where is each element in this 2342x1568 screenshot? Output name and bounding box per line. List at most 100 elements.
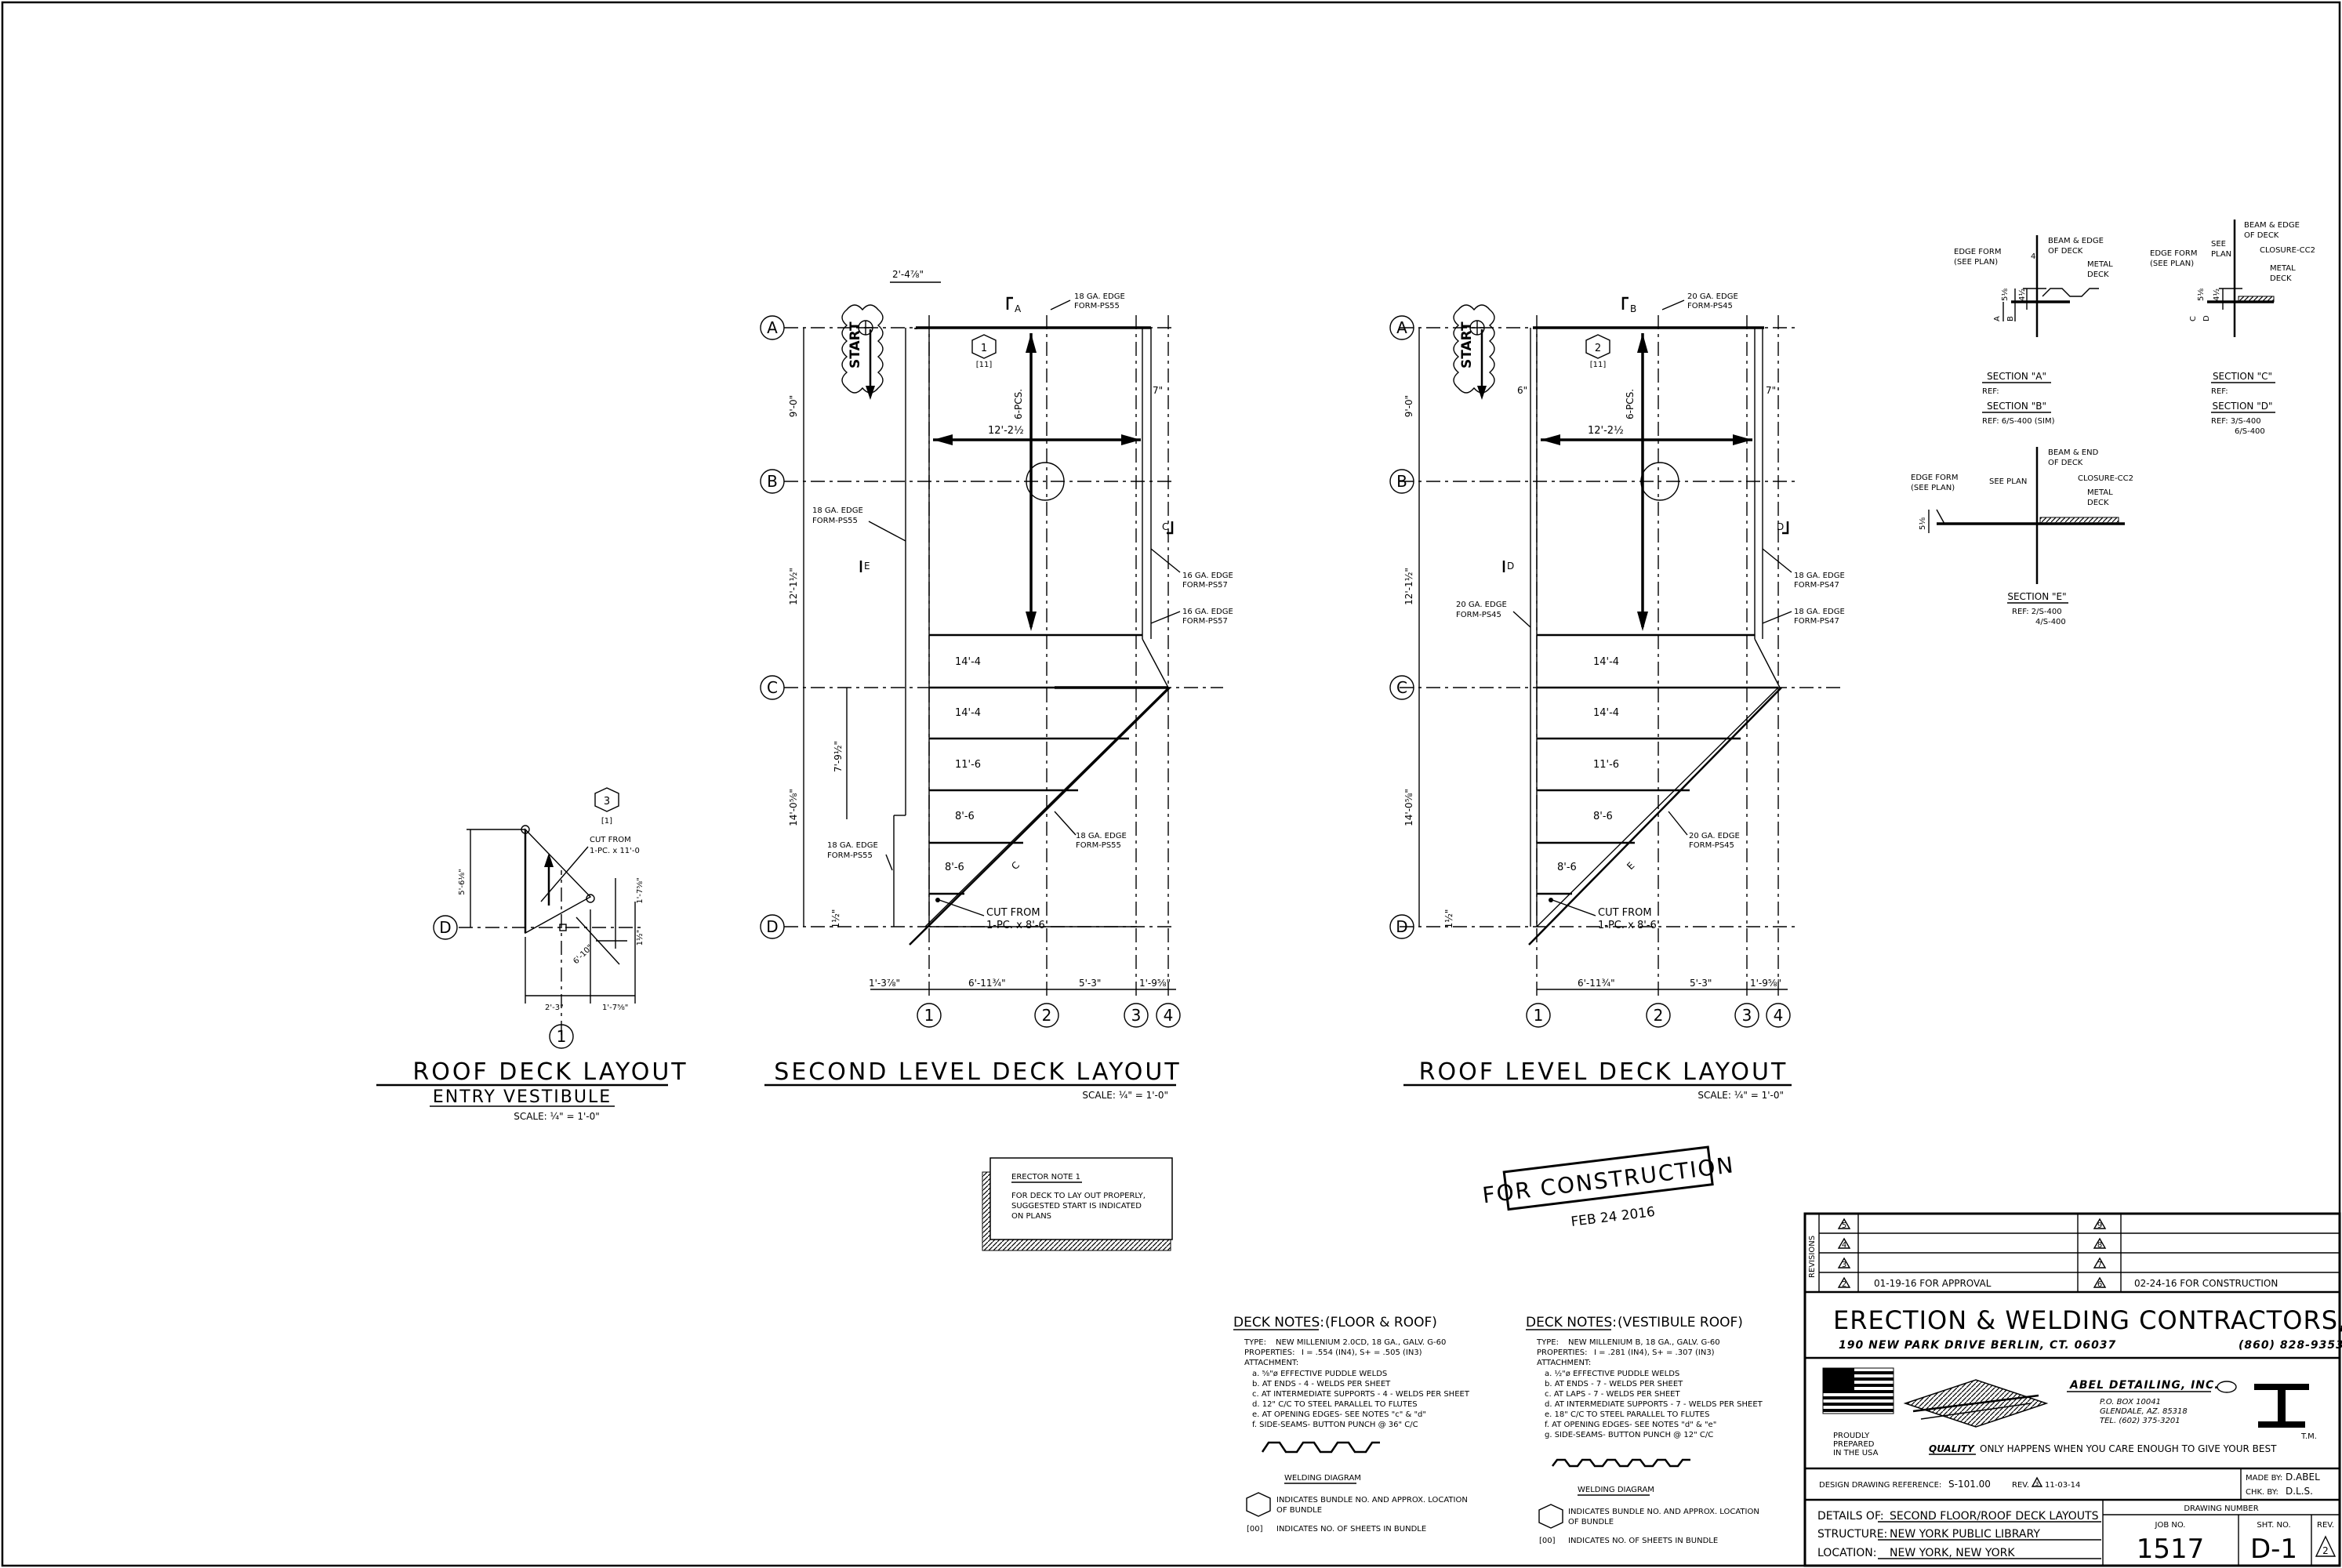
ibeam-badge-icon — [2217, 1381, 2237, 1393]
edge-form-note: 18 GA. EDGE — [827, 841, 878, 850]
notes-item: a. ½"ø EFFECTIVE PUDDLE WELDS — [1545, 1369, 1679, 1378]
notes-item: e. AT OPENING EDGES- SEE NOTES "c" & "d" — [1252, 1410, 1426, 1419]
section-label: OF DECK — [2244, 231, 2279, 240]
legend-text: INDICATES NO. OF SHEETS IN BUNDLE — [1276, 1525, 1426, 1534]
section-label: SEE — [2211, 240, 2226, 249]
notes-item: a. ⅝"ø EFFECTIVE PUDDLE WELDS — [1252, 1370, 1387, 1378]
deck-notes-vestibule: DECK NOTES: (VESTIBULE ROOF) TYPE: NEW M… — [1526, 1315, 1763, 1545]
notes-value: I = .281 (IN4), S+ = .307 (IN3) — [1594, 1348, 1715, 1357]
dimension: 14'-0⅝" — [1403, 789, 1414, 826]
sheet-length: 14'-4 — [1593, 656, 1619, 668]
section-title: SECTION "C" — [2213, 371, 2272, 382]
cut-note: 1-PC. x 8'-6 — [1598, 920, 1657, 931]
revision-number: 5 — [1842, 1221, 1846, 1230]
welding-diagram-label: WELDING DIAGRAM — [1284, 1474, 1361, 1483]
grid-label: 1 — [924, 1006, 935, 1025]
section-label: OF DECK — [2048, 247, 2083, 256]
abel-detailing-logo-icon — [1903, 1379, 2049, 1428]
cut-note: CUT FROM — [986, 907, 1040, 919]
edge-form-note: 18 GA. EDGE — [1076, 832, 1127, 840]
grid-label: 1 — [557, 1027, 567, 1046]
notes-item: e. 18" C/C TO STEEL PARALLEL TO FLUTES — [1545, 1410, 1709, 1419]
section-mark: E — [864, 561, 870, 572]
stamp-date: FEB 24 2016 — [1570, 1204, 1657, 1230]
title-block: REVISIONS 5 4 3 2 9 8 7 6 01-19-16 FOR A… — [1803, 1212, 2342, 1567]
edge-form-note: FORM-PS45 — [1687, 302, 1733, 310]
edge-form-note: 16 GA. EDGE — [1182, 608, 1233, 616]
sheet-length: 8'-6 — [1593, 811, 1613, 822]
tagline: ONLY HAPPENS WHEN YOU CARE ENOUGH TO GIV… — [1980, 1443, 2277, 1454]
section-a-b-detail: EDGE FORM (SEE PLAN) BEAM & EDGE OF DECK… — [1954, 235, 2113, 426]
grid-label: 1 — [1534, 1006, 1544, 1025]
checked-by: D.L.S. — [2286, 1486, 2313, 1497]
bundle-number: 3 — [604, 796, 610, 808]
vestibule-plan: D 1 3 [1] CUT FROM 1-PC. x 11'-0 5'-6⅛" … — [376, 787, 688, 1122]
grid-label: 3 — [1742, 1006, 1752, 1025]
proudly-text: IN THE USA — [1833, 1449, 1879, 1457]
view-title: ROOF DECK LAYOUT — [412, 1058, 688, 1086]
grid-label: D — [766, 917, 778, 936]
trademark: T.M. — [2300, 1432, 2317, 1441]
revision-number: 9 — [2097, 1221, 2102, 1230]
start-label: START — [848, 321, 863, 368]
grid-label: D — [1396, 917, 1407, 936]
dimension: 1'-9⅝" — [1139, 978, 1171, 989]
dimension: 2'-3" — [545, 1004, 564, 1012]
section-label: OF DECK — [2048, 459, 2083, 467]
company-address: 190 NEW PARK DRIVE BERLIN, CT. 06037 — [1839, 1339, 2116, 1352]
section-mark: C — [1009, 859, 1022, 872]
section-mark: B — [1630, 303, 1636, 314]
section-label: PLAN — [2211, 250, 2231, 259]
sheet-length: 8'-6 — [955, 811, 975, 822]
tagline-quality: QUALITY — [1929, 1443, 1975, 1454]
bundle-number: 2 — [1595, 343, 1601, 354]
edge-form-note: FORM-PS55 — [812, 517, 858, 525]
drawing-number-label: DRAWING NUMBER — [2184, 1504, 2258, 1513]
section-mark: C — [2189, 316, 2198, 321]
view-title: ROOF LEVEL DECK LAYOUT — [1419, 1058, 1788, 1086]
deck-width: 12'-2½ — [1588, 425, 1624, 437]
notes-item: g. SIDE-SEAMS- BUTTON PUNCH @ 12" C/C — [1545, 1431, 1713, 1439]
dimension: 5⅛ — [2001, 289, 2010, 301]
dimension: 1'-7⅝" — [602, 1004, 628, 1012]
bundle-number: 1 — [981, 343, 987, 354]
dimension: 14'-0⅝" — [788, 789, 799, 826]
section-label: (SEE PLAN) — [2150, 260, 2194, 268]
legend-mark: [00] — [1539, 1537, 1556, 1545]
dimension: 12'-1½" — [788, 568, 799, 605]
sheet-length: 11'-6 — [955, 759, 981, 771]
made-by-label: MADE BY: — [2246, 1474, 2282, 1483]
grid-bubble-1 — [549, 1024, 574, 1049]
erector-note-line: ON PLANS — [1011, 1212, 1051, 1221]
dimension: 7" — [1766, 385, 1776, 396]
section-mark: B — [2006, 316, 2015, 321]
dimension: 5'-3" — [1690, 978, 1712, 989]
edge-form-note: FORM-PS57 — [1182, 581, 1228, 590]
design-ref: S-101.00 — [1948, 1479, 1991, 1490]
start-cloud — [1453, 304, 1495, 394]
revision-number: 6 — [2097, 1280, 2102, 1289]
structure-label: STRUCTURE: — [1817, 1528, 1887, 1541]
dimension: 6'-10" — [572, 943, 594, 966]
edge-form-note: 16 GA. EDGE — [1182, 572, 1233, 580]
grid-label: C — [767, 678, 778, 697]
detailer-phone: TEL. (602) 375-3201 — [2100, 1417, 2180, 1425]
notes-label: TYPE: — [1244, 1338, 1266, 1347]
section-ref: 4/S-400 — [2035, 618, 2066, 626]
grid-label: B — [1396, 472, 1407, 491]
section-label: DECK — [2087, 499, 2109, 507]
legend-text: OF BUNDLE — [1276, 1506, 1322, 1515]
cut-note: CUT FROM — [590, 836, 631, 844]
notes-label: ATTACHMENT: — [1244, 1359, 1298, 1367]
edge-form-note: 20 GA. EDGE — [1456, 601, 1507, 609]
structure: NEW YORK PUBLIC LIBRARY — [1890, 1528, 2040, 1541]
edge-form-note: 20 GA. EDGE — [1687, 292, 1738, 301]
design-ref-label: DESIGN DRAWING REFERENCE: — [1819, 1481, 1941, 1490]
section-label: METAL — [2270, 264, 2296, 273]
edge-form-note: 18 GA. EDGE — [812, 506, 863, 515]
piece-count: 6-PCS. — [1625, 389, 1636, 419]
section-mark: D — [2202, 315, 2211, 321]
notes-title: DECK NOTES: — [1526, 1315, 1617, 1330]
deck-width: 12'-2½ — [988, 425, 1024, 437]
